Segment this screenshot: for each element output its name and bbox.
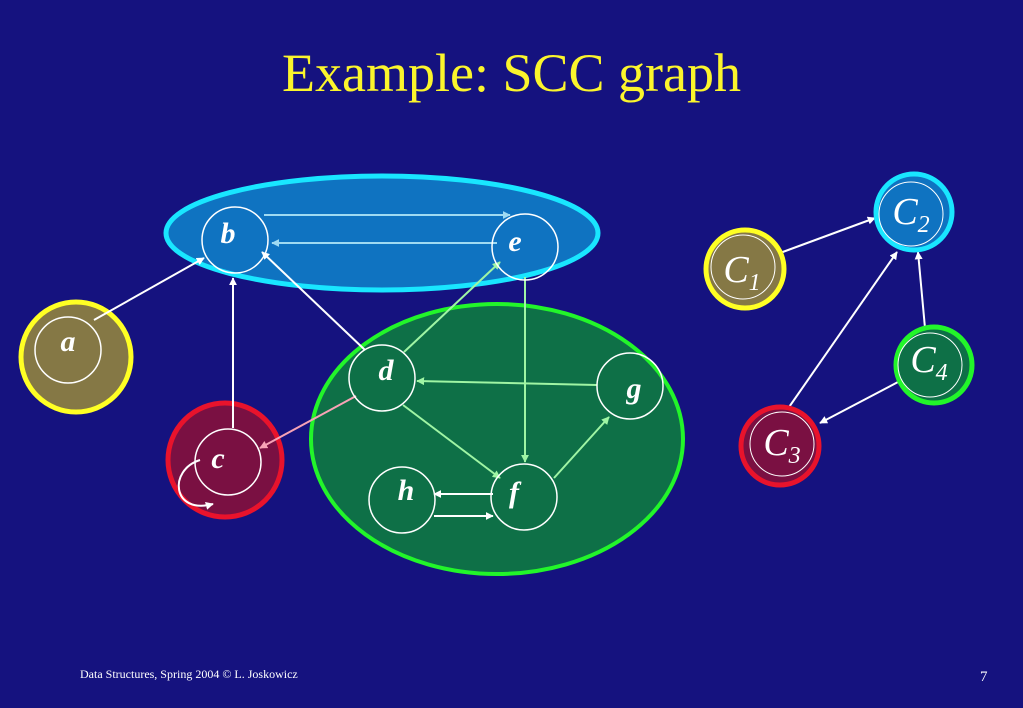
node-a-label: a bbox=[61, 325, 76, 358]
slide-title: Example: SCC graph bbox=[282, 43, 741, 103]
scc-node-c2: C2 bbox=[873, 171, 955, 253]
scc-c1-sub: 1 bbox=[749, 270, 761, 296]
component-red-region bbox=[165, 400, 285, 520]
node-f-label: f bbox=[509, 476, 522, 509]
component-blue-region bbox=[163, 173, 601, 293]
scc-edge-c1-c2 bbox=[779, 216, 876, 254]
node-d: d bbox=[348, 344, 416, 412]
node-e: e bbox=[491, 213, 559, 281]
scc-c1-letter: C bbox=[723, 249, 749, 291]
node-h: h bbox=[368, 466, 436, 534]
node-c: c bbox=[194, 428, 262, 496]
edge-d-f bbox=[402, 404, 501, 479]
scc-edge-c4-c2 bbox=[914, 251, 926, 329]
edge-d-b bbox=[261, 251, 366, 351]
edge-d-e bbox=[403, 261, 501, 353]
scc-c2-letter: C bbox=[892, 191, 918, 233]
scc-edge-c3-c2 bbox=[786, 251, 898, 411]
svg-text:C4: C4 bbox=[910, 339, 947, 386]
svg-text:C2: C2 bbox=[892, 191, 929, 238]
svg-text:C3: C3 bbox=[763, 422, 800, 469]
node-b: b bbox=[201, 206, 269, 274]
scc-c3-sub: 3 bbox=[788, 443, 801, 469]
node-d-label: d bbox=[379, 354, 395, 387]
scc-c4-sub: 4 bbox=[936, 360, 948, 386]
node-b-label: b bbox=[221, 217, 236, 250]
scc-node-c3: C3 bbox=[738, 404, 822, 488]
node-g-label: g bbox=[626, 372, 642, 405]
node-g: g bbox=[596, 352, 664, 420]
footer-text: Data Structures, Spring 2004 © L. Joskow… bbox=[80, 667, 298, 681]
node-h-label: h bbox=[398, 474, 415, 507]
edge-g-d bbox=[416, 377, 598, 386]
scc-c2-sub: 2 bbox=[918, 212, 930, 238]
component-olive-region bbox=[18, 299, 134, 415]
scc-node-c4: C4 bbox=[893, 324, 975, 406]
component-green-region bbox=[309, 302, 685, 576]
scc-c4-letter: C bbox=[910, 339, 936, 381]
node-c-label: c bbox=[211, 442, 224, 475]
scc-node-c1: C1 bbox=[703, 227, 787, 311]
edge-f-g bbox=[553, 416, 610, 479]
edge-c-c-loop bbox=[177, 459, 214, 510]
node-f: f bbox=[490, 463, 558, 531]
scc-edge-c4-c3 bbox=[819, 381, 899, 424]
node-e-label: e bbox=[508, 225, 521, 258]
edge-d-c bbox=[259, 395, 357, 449]
scc-c3-letter: C bbox=[763, 422, 789, 464]
svg-text:C1: C1 bbox=[723, 249, 760, 296]
page-number: 7 bbox=[980, 669, 988, 685]
node-a: a bbox=[34, 316, 102, 384]
edge-a-b bbox=[93, 257, 205, 321]
